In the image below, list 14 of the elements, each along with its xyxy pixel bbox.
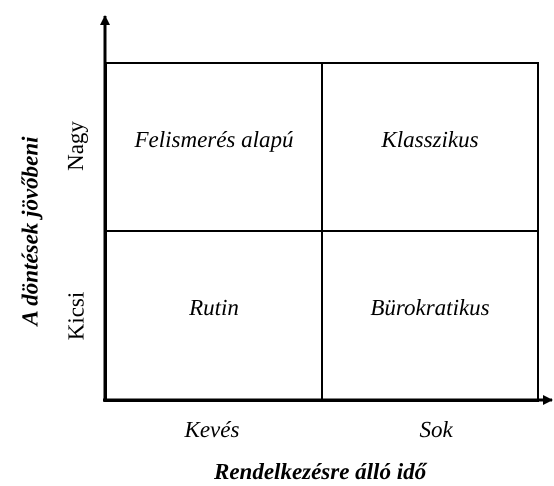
quadrant-cell xyxy=(321,62,539,232)
axis-title: A döntések jövőbeni xyxy=(17,136,44,326)
quadrant-label: Rutin xyxy=(189,294,239,322)
quadrant-cell xyxy=(321,230,539,402)
axis-category-label: Kicsi xyxy=(62,292,89,340)
quadrant-label: Bürokratikus xyxy=(370,294,490,322)
axis-category-label: Sok xyxy=(420,417,453,443)
quadrant-label: Klasszikus xyxy=(381,126,479,154)
axis-category-label: Kevés xyxy=(184,417,240,443)
quadrant-cell xyxy=(105,62,323,232)
quadrant-cell xyxy=(105,230,323,402)
quadrant-label: Felismerés alapú xyxy=(134,126,294,154)
axis-category-label: Nagy xyxy=(62,121,89,171)
axis-title: Rendelkezésre álló idő xyxy=(214,459,426,485)
